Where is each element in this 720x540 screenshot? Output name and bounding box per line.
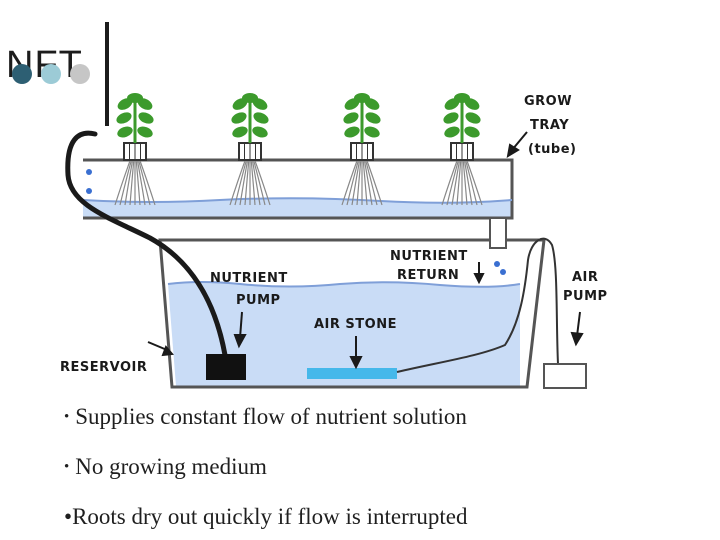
bullet-text: No growing medium <box>75 454 267 479</box>
label-arrows <box>147 131 584 370</box>
bullet-text: Roots dry out quickly if flow is interru… <box>72 504 468 529</box>
bullet-item-3: •Roots dry out quickly if flow is interr… <box>64 504 468 530</box>
return-drop-2 <box>500 269 506 275</box>
grow-tray-outline <box>83 158 514 220</box>
air-pump <box>543 363 587 389</box>
feed-drop-2 <box>86 188 92 194</box>
bullet-item-1: • Supplies constant flow of nutrient solu… <box>64 404 467 430</box>
bullet-mark: • <box>64 409 70 425</box>
bullet-text: Supplies constant flow of nutrient solut… <box>75 404 467 429</box>
label-grow-tray-line2: TRAY <box>530 118 569 133</box>
label-nutrient-pump-line1: NUTRIENT <box>210 271 288 286</box>
plants <box>114 93 483 206</box>
reservoir-outline <box>158 238 546 389</box>
plant-4 <box>441 93 483 206</box>
title-dot-3 <box>70 64 90 84</box>
nutrient-pump <box>206 354 246 380</box>
bullet-item-2: • No growing medium <box>64 454 267 480</box>
label-grow-tray-line1: GROW <box>524 94 572 109</box>
label-air-pump-line2: PUMP <box>563 289 608 304</box>
return-drop-1 <box>494 261 500 267</box>
air-stone <box>307 368 397 379</box>
plant-2 <box>229 93 271 206</box>
air-line <box>396 237 559 373</box>
grow-tray-waterline <box>82 197 513 204</box>
bullet-mark: • <box>64 459 70 475</box>
grow-tray-water <box>83 198 512 218</box>
title-dot-1 <box>12 64 32 84</box>
title-dot-2 <box>41 64 61 84</box>
nutrient-feed-tube <box>65 130 228 358</box>
grow-tray-tube <box>82 158 514 220</box>
title-divider <box>105 22 109 126</box>
nft-system-diagram: GROW TRAY (tube) NUTRIENT RETURN NUTRIEN… <box>60 93 608 389</box>
label-nutrient-return-line1: NUTRIENT <box>390 249 468 264</box>
feed-drop-1 <box>86 169 92 175</box>
label-nutrient-return-line2: RETURN <box>397 268 459 283</box>
reservoir-waterline <box>167 281 521 288</box>
label-nutrient-pump-line2: PUMP <box>236 293 281 308</box>
reservoir-water <box>168 282 520 386</box>
label-grow-tray-line3: (tube) <box>528 142 576 157</box>
bullet-mark: • <box>64 504 73 529</box>
label-reservoir: RESERVOIR <box>60 360 147 375</box>
plant-3 <box>341 93 383 206</box>
label-air-stone: AIR STONE <box>314 317 397 332</box>
reservoir <box>158 238 546 389</box>
label-air-pump-line1: AIR <box>572 270 598 285</box>
nutrient-return-pipe <box>489 217 507 275</box>
plant-1 <box>114 93 156 206</box>
